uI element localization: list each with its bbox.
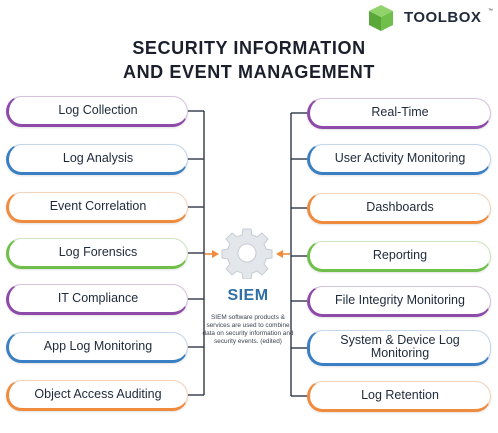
gear-icon	[221, 228, 273, 279]
right-item-dashboards: Dashboards	[307, 193, 491, 224]
arrow-right-to-siem	[276, 250, 290, 258]
brand-trademark: ™	[488, 8, 493, 14]
left-item-log-forensics: Log Forensics	[6, 238, 188, 269]
siem-label: SIEM	[227, 287, 269, 304]
brand-name: TOOLBOX	[404, 9, 482, 26]
diagram-title-line-2: AND EVENT MANAGEMENT	[122, 62, 375, 82]
left-item-log-collection: Log Collection	[6, 96, 188, 127]
right-item-log-retention: Log Retention	[307, 381, 491, 412]
left-item-log-analysis: Log Analysis	[6, 144, 188, 175]
right-item-file-integrity-monitoring: File Integrity Monitoring	[307, 286, 491, 317]
right-item-reporting: Reporting	[307, 241, 491, 272]
left-item-event-correlation: Event Correlation	[6, 192, 188, 223]
left-item-app-log-monitoring: App Log Monitoring	[6, 332, 188, 363]
right-item-system-device-log-monitoring: System & Device Log Monitoring	[307, 330, 491, 366]
right-item-real-time: Real-Time	[307, 98, 491, 129]
siem-description: SIEM software products & services are us…	[202, 314, 294, 345]
right-item-user-activity-monitoring: User Activity Monitoring	[307, 144, 491, 175]
cube-logo-icon	[369, 5, 393, 31]
arrow-left-to-siem	[205, 250, 219, 258]
diagram-title-line-1: SECURITY INFORMATION	[132, 38, 366, 58]
toolbox-logo: TOOLBOX ™	[366, 3, 494, 33]
left-item-it-compliance: IT Compliance	[6, 284, 188, 315]
left-item-object-access-auditing: Object Access Auditing	[6, 380, 188, 411]
